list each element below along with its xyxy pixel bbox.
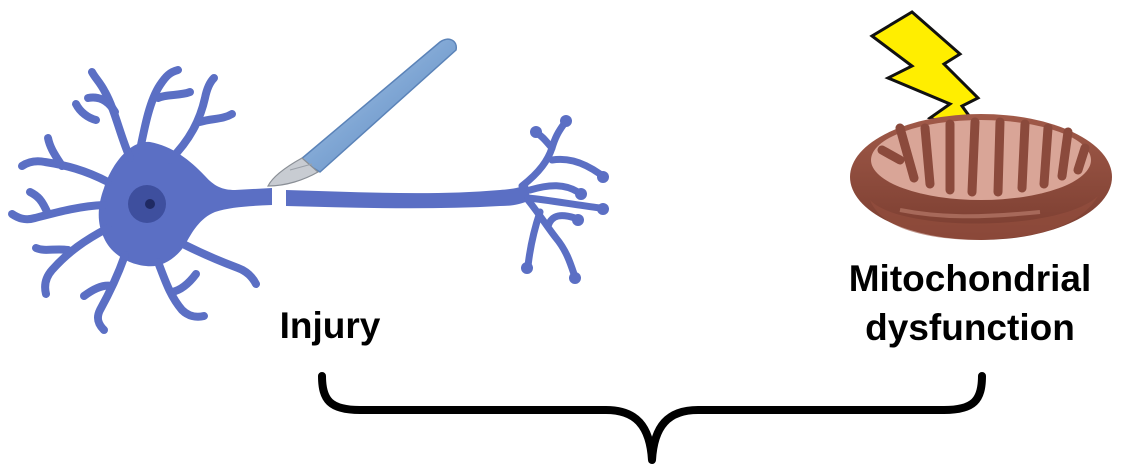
injury-label: Injury xyxy=(230,304,430,348)
scalpel-icon xyxy=(268,39,456,186)
mitochondrion-icon xyxy=(850,114,1112,240)
neuron-icon xyxy=(12,70,609,330)
mitochondrial-label-line1: Mitochondrial xyxy=(820,257,1120,301)
curly-brace xyxy=(322,376,982,460)
mitochondrial-label-line2: dysfunction xyxy=(820,306,1120,350)
